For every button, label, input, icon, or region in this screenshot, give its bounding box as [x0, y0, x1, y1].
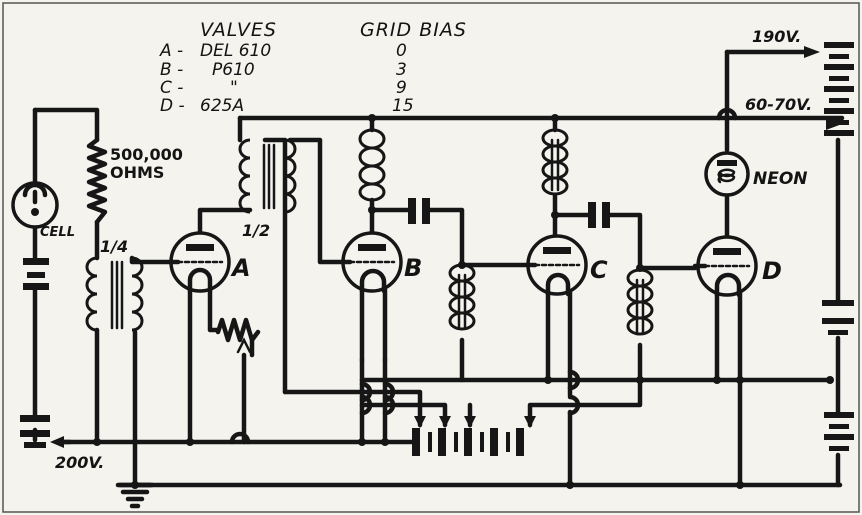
grid-choke-b-icon: [448, 263, 476, 331]
valve-a-icon: [169, 231, 231, 294]
crossovers: [229, 107, 738, 445]
row-b-bias: 3: [396, 60, 407, 80]
60-70v-label: 60-70V.: [745, 95, 812, 114]
valves-heading: VALVES: [200, 19, 277, 41]
row-a-valve: DEL 610: [200, 41, 271, 61]
transformer-1-2-icon: [238, 138, 297, 214]
grid-bias-heading: GRID BIAS: [360, 19, 467, 41]
row-a-bias: 0: [396, 41, 407, 61]
valve-c-label: C: [590, 256, 608, 284]
resistor-value-label: 500,000: [110, 145, 183, 164]
grid-choke-c-icon: [626, 268, 654, 336]
resistor-unit-label: OHMS: [110, 163, 164, 182]
choke-b-icon: [358, 128, 386, 202]
ht-battery-icon: [824, 42, 854, 136]
bias-tap-battery-icon: [412, 428, 524, 456]
row-d-bias: 15: [392, 96, 414, 116]
tap-arrows: [804, 46, 842, 130]
valve-table: VALVES GRID BIAS A - DEL 610 0 B - P610 …: [159, 19, 467, 116]
200v-battery-icon: [20, 415, 73, 448]
row-d-key: D -: [160, 96, 185, 116]
valve-b-icon: [341, 231, 403, 294]
ground-icon: [115, 482, 155, 509]
row-d-valve: 625A: [200, 96, 244, 116]
row-c-bias: 9: [396, 78, 407, 98]
row-b-valve: P610: [212, 60, 255, 80]
resistor-500k-icon: [86, 137, 108, 225]
valve-d-label: D: [762, 257, 782, 285]
cell-label: CELL: [40, 225, 75, 240]
200v-label: 200V.: [55, 453, 104, 472]
ratio-1-4-label: 1/4: [100, 237, 128, 256]
row-c-key: C -: [160, 78, 183, 98]
valve-b-label: B: [404, 254, 422, 282]
row-b-key: B -: [160, 60, 183, 80]
ratio-1-2-label: 1/2: [242, 221, 270, 240]
row-a-key: A -: [159, 41, 183, 61]
neon-lamp-icon: [704, 151, 750, 197]
bias-battery-icon: [822, 300, 854, 335]
neon-label: NEON: [753, 169, 808, 189]
capacitor-c-icon: [588, 202, 610, 228]
valve-c-icon: [526, 234, 588, 297]
transformer-1-4-icon: [85, 256, 144, 332]
choke-c-icon: [541, 128, 569, 196]
capacitor-b-icon: [408, 198, 430, 224]
junctions: [93, 114, 834, 489]
190v-label: 190V.: [752, 27, 801, 46]
valve-a-label: A: [230, 254, 251, 282]
row-c-valve: ": [230, 78, 238, 98]
lower-right-battery-icon: [824, 412, 854, 451]
valve-d-icon: [692, 235, 758, 298]
cell-battery-icon: [23, 258, 49, 290]
bias-tap-arrows: [414, 416, 536, 428]
photo-cell-icon: [11, 181, 59, 229]
